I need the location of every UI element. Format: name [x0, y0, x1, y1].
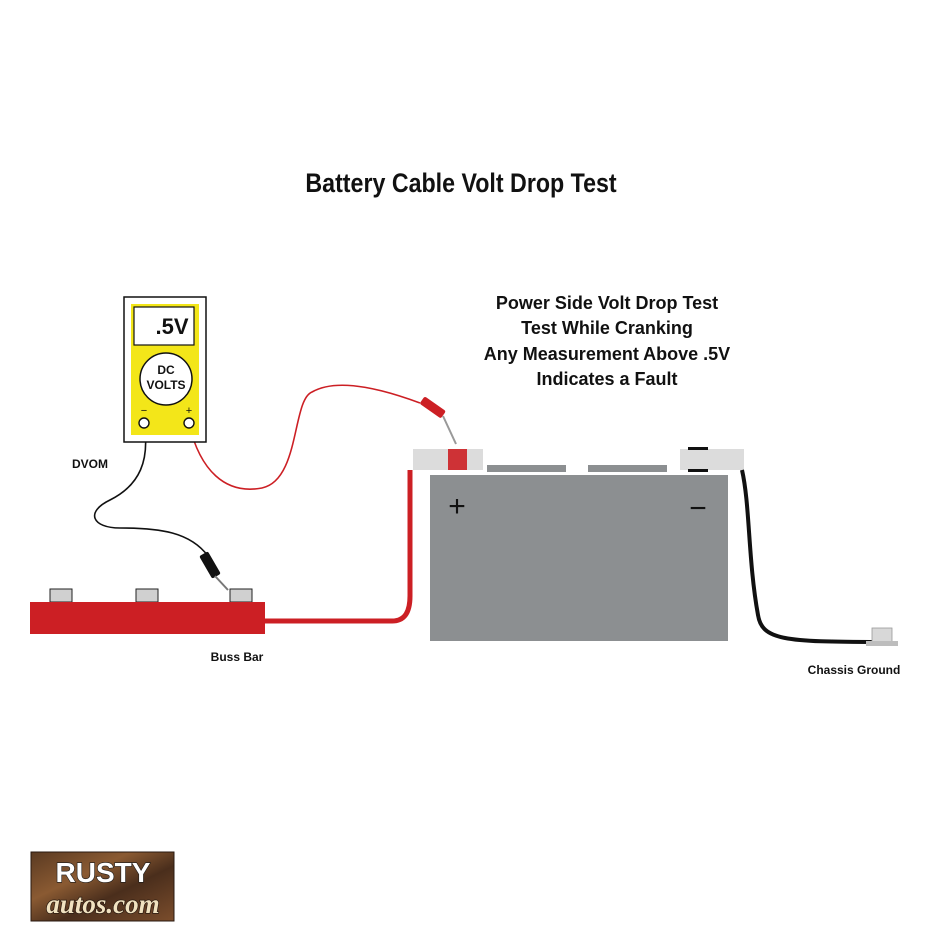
logo-line-2: autos.com	[46, 889, 159, 919]
meter-positive-sign: +	[186, 405, 192, 417]
note-line-4: Indicates a Fault	[536, 369, 677, 389]
positive-battery-cable	[265, 470, 413, 624]
red-test-lead	[188, 384, 457, 490]
meter-display	[133, 306, 195, 346]
chassis-ground-label: Chassis Ground	[808, 663, 901, 677]
meter-positive-jack	[183, 417, 195, 429]
test-notes: Power Side Volt Drop Test Test While Cra…	[484, 293, 730, 389]
meter-reading: .5V	[155, 314, 188, 339]
meter-dial-line-2: VOLTS	[146, 378, 185, 392]
meter-dial	[139, 352, 193, 406]
multimeter: .5V DC VOLTS − +	[123, 296, 207, 443]
meter-dial-line-1: DC	[157, 363, 175, 377]
battery-positive-sign: +	[448, 490, 466, 523]
buss-bar	[30, 588, 265, 634]
meter-negative-jack	[138, 417, 150, 429]
chassis-ground	[866, 627, 898, 646]
note-line-3: Any Measurement Above .5V	[484, 344, 730, 364]
black-test-lead	[93, 423, 229, 591]
battery-negative-sign: −	[689, 492, 707, 525]
rusty-autos-logo: RUSTY autos.com	[30, 851, 175, 922]
note-line-1: Power Side Volt Drop Test	[496, 293, 718, 313]
meter-negative-sign: −	[141, 405, 147, 417]
dvom-label: DVOM	[72, 457, 108, 471]
logo-line-1: RUSTY	[56, 857, 151, 888]
diagram-title: Battery Cable Volt Drop Test	[305, 168, 617, 198]
buss-bar-label: Buss Bar	[211, 650, 264, 664]
note-line-2: Test While Cranking	[521, 318, 693, 338]
negative-terminal	[680, 449, 744, 470]
battery: + −	[413, 447, 744, 641]
ground-cable	[740, 469, 881, 644]
